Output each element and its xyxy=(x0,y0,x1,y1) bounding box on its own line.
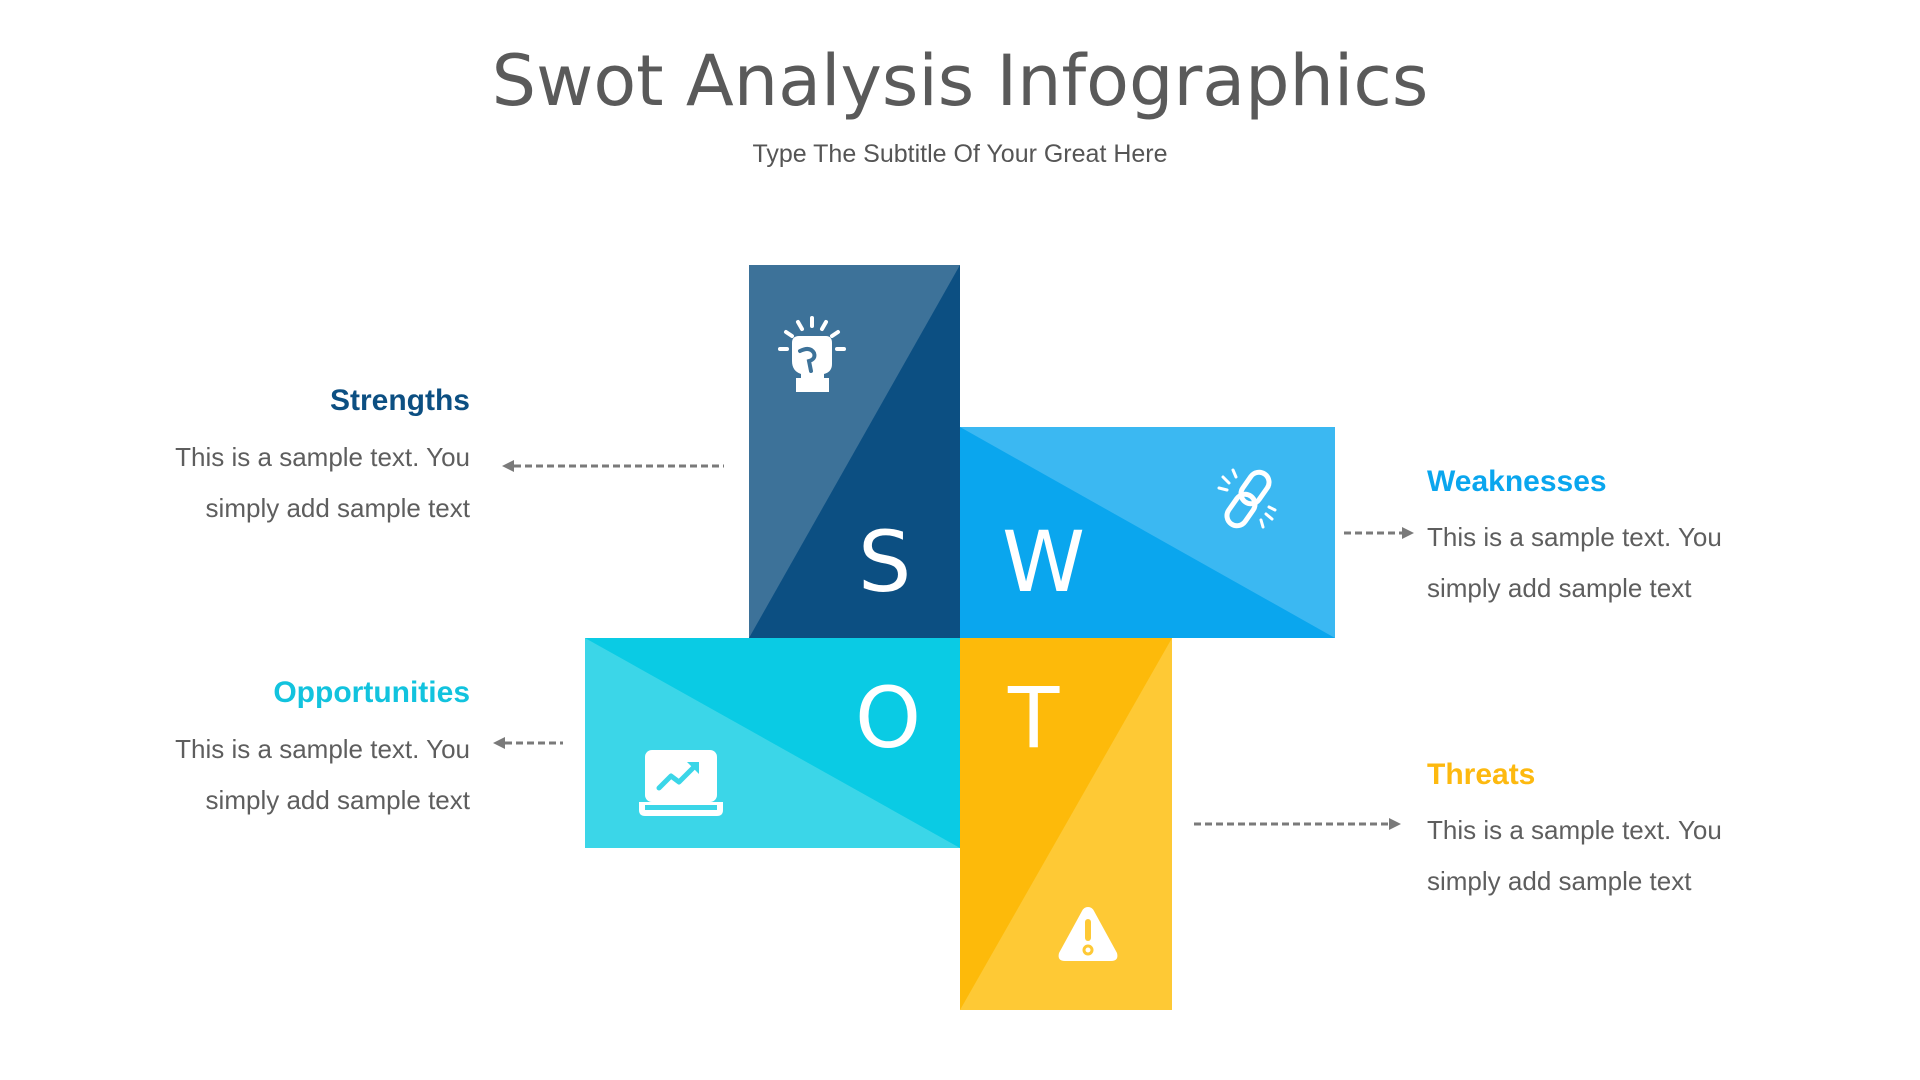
opportunities-heading: Opportunities xyxy=(273,676,470,709)
threats-letter: T xyxy=(1008,669,1060,767)
strengths-line-1: This is a sample text. You xyxy=(175,442,470,472)
threats-block: T xyxy=(960,638,1172,1010)
threats-heading: Threats xyxy=(1427,758,1536,791)
strengths-letter: S xyxy=(858,513,912,611)
fist-icon xyxy=(778,316,846,392)
opportunities-block: O xyxy=(585,638,960,848)
threats-line-1: This is a sample text. You xyxy=(1427,815,1722,845)
strengths-heading: Strengths xyxy=(329,384,470,417)
page-subtitle: Type The Subtitle Of Your Great Here xyxy=(752,140,1168,168)
threats-arrow xyxy=(1194,818,1401,830)
weaknesses-description: This is a sample text. You simply add sa… xyxy=(1427,512,1722,614)
laptop-growth-icon xyxy=(639,750,723,816)
strengths-description: This is a sample text. You simply add sa… xyxy=(175,432,470,534)
threats-line-2: simply add sample text xyxy=(1427,866,1692,896)
threats-description: This is a sample text. You simply add sa… xyxy=(1427,805,1722,907)
opportunities-line-2: simply add sample text xyxy=(205,785,470,815)
strengths-line-2: simply add sample text xyxy=(205,493,470,523)
strengths-arrow xyxy=(502,460,724,472)
opportunities-description: This is a sample text. You simply add sa… xyxy=(175,724,470,826)
page-title: Swot Analysis Infographics xyxy=(491,40,1429,122)
warning-icon xyxy=(1058,907,1118,961)
weaknesses-block: W xyxy=(960,427,1335,638)
threats-block-bg xyxy=(960,638,1172,1010)
opportunities-letter: O xyxy=(855,669,922,767)
opportunities-line-1: This is a sample text. You xyxy=(175,734,470,764)
weaknesses-line-2: simply add sample text xyxy=(1427,573,1692,603)
weaknesses-arrow xyxy=(1344,527,1414,539)
weaknesses-letter: W xyxy=(1002,513,1086,611)
opportunities-arrow xyxy=(493,737,563,749)
weaknesses-block-bg xyxy=(960,427,1335,638)
weaknesses-heading: Weaknesses xyxy=(1427,465,1607,498)
weaknesses-line-1: This is a sample text. You xyxy=(1427,522,1722,552)
broken-chain-icon xyxy=(1217,468,1277,529)
